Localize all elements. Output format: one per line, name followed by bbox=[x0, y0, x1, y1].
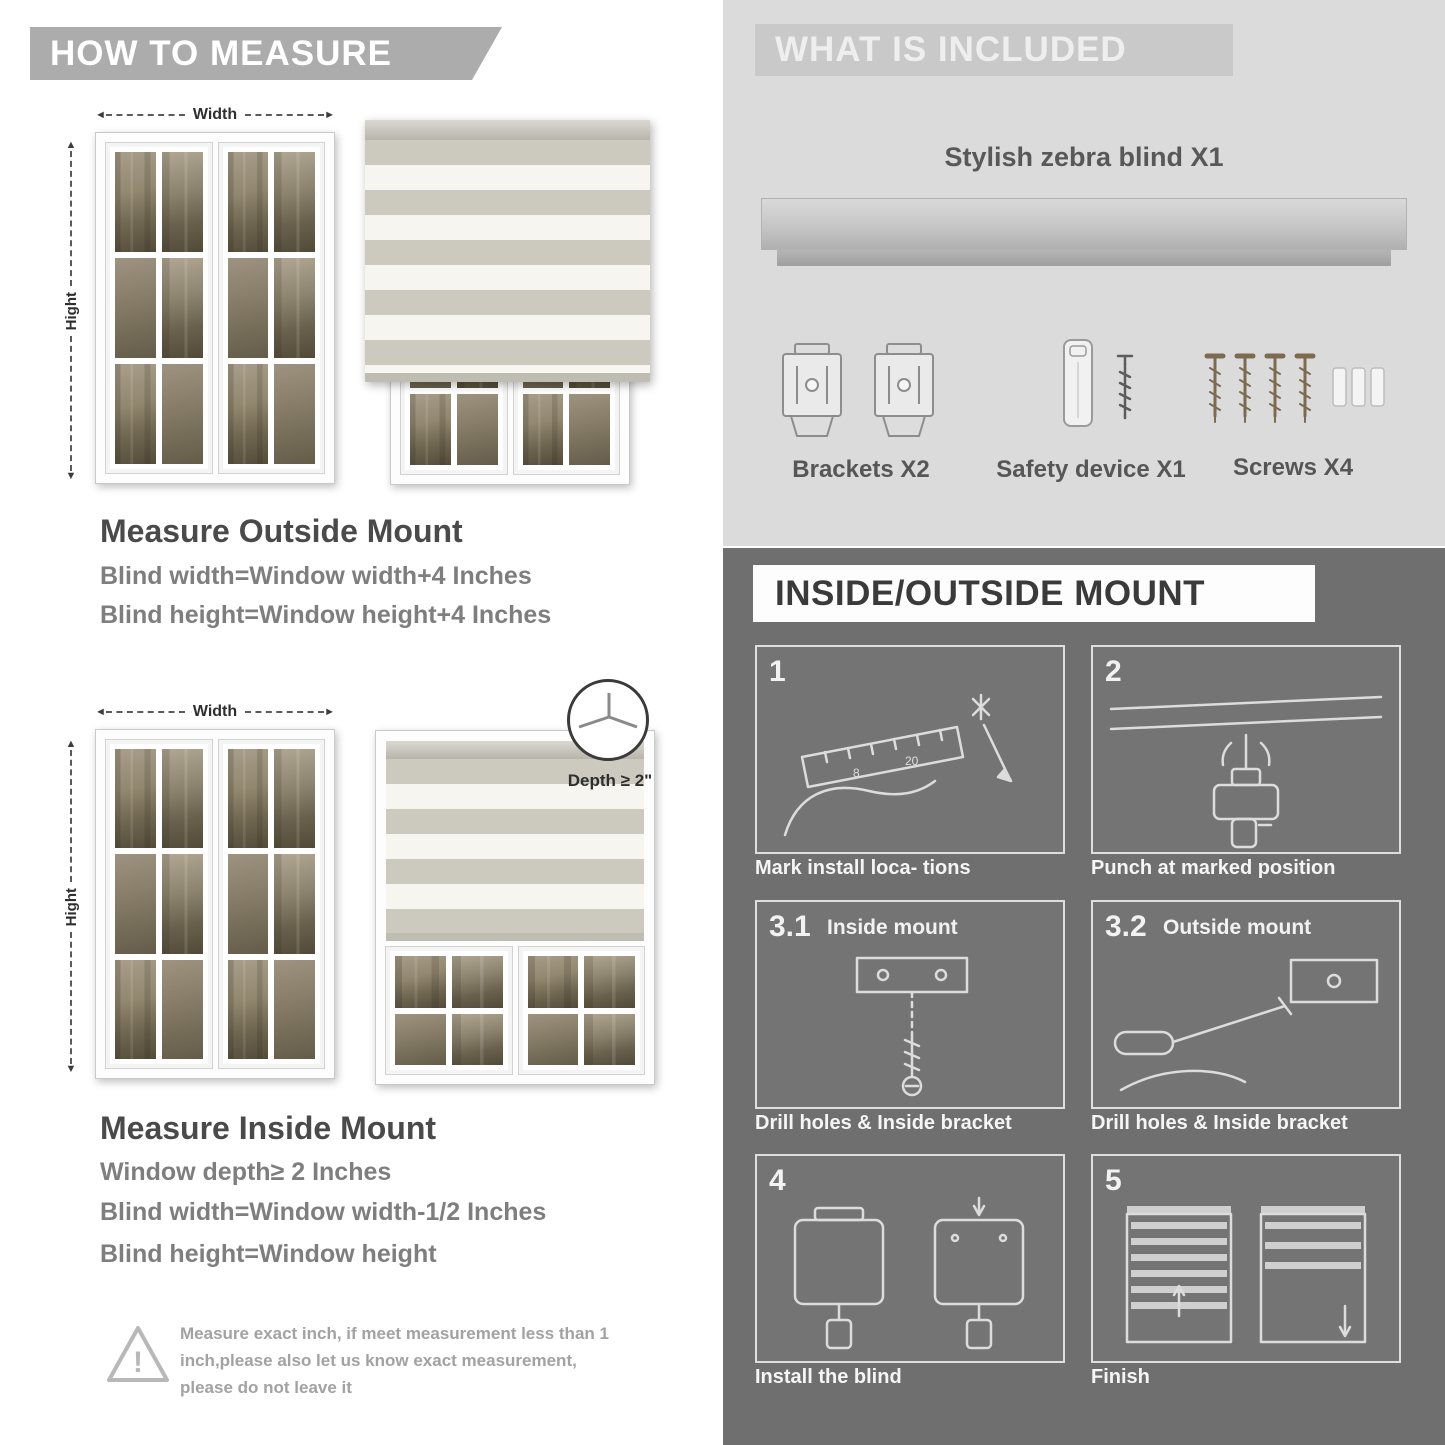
width-arrow: ◄ Width ► bbox=[95, 703, 335, 721]
step-panel-5: 5 bbox=[1091, 1154, 1401, 1363]
window-sash bbox=[217, 739, 325, 1069]
warning-text: Measure exact inch, if meet measurement … bbox=[180, 1324, 609, 1398]
zebra-blind-inside-illustration bbox=[375, 730, 655, 1085]
step-caption-2: Punch at marked position bbox=[1091, 857, 1336, 879]
screws-icon bbox=[1193, 332, 1385, 448]
what-is-included-section: WHAT IS INCLUDED Stylish zebra blind X1 … bbox=[723, 0, 1445, 546]
arrow-up-icon: ▲ bbox=[65, 139, 77, 151]
blind-inside-window bbox=[386, 741, 644, 941]
how-to-measure-banner: HOW TO MEASURE bbox=[30, 27, 502, 80]
arrow-right-icon: ► bbox=[324, 705, 335, 718]
step-label: Inside mount bbox=[827, 916, 958, 939]
step-number: 4 bbox=[769, 1164, 786, 1197]
svg-text:20: 20 bbox=[905, 754, 919, 768]
step-panel-2: 2 bbox=[1091, 645, 1401, 854]
mark-location-icon: 8 20 bbox=[783, 693, 1013, 837]
included-item-safety-device: Safety device X1 bbox=[983, 330, 1199, 484]
inside-mount-line-1: Window depth≥ 2 Inches bbox=[100, 1158, 392, 1186]
outside-bracket-icon bbox=[1113, 958, 1379, 1092]
finish-icon bbox=[1125, 1206, 1367, 1344]
blind-headrail bbox=[365, 120, 650, 140]
window-sash bbox=[385, 946, 513, 1075]
width-dimension-label: Width bbox=[192, 703, 238, 720]
step-caption-4: Install the blind bbox=[755, 1366, 902, 1388]
blind-headrail-illustration bbox=[761, 198, 1407, 250]
arrow-right-icon: ► bbox=[324, 108, 335, 121]
depth-detail-icon bbox=[578, 693, 638, 729]
screws-label: Screws X4 bbox=[1232, 454, 1354, 481]
what-is-included-banner: WHAT IS INCLUDED bbox=[755, 24, 1233, 76]
svg-text:8: 8 bbox=[853, 766, 860, 780]
zebra-blind-outside-illustration bbox=[365, 120, 650, 382]
step-caption-1: Mark install loca- tions bbox=[755, 857, 971, 879]
depth-callout-label: Depth ≥ 2" bbox=[567, 771, 653, 790]
step-panel-3-1: 3.1 Inside mount bbox=[755, 900, 1065, 1109]
height-dimension-label: Hight bbox=[62, 291, 80, 331]
included-item-screws: Screws X4 bbox=[1185, 332, 1401, 482]
outside-mount-line-2: Blind height=Window height+4 Inches bbox=[100, 601, 552, 629]
window-illustration bbox=[95, 729, 335, 1079]
window-sash bbox=[105, 739, 213, 1069]
step-number: 2 bbox=[1105, 655, 1122, 688]
blind-stripes bbox=[386, 759, 644, 933]
arrow-down-icon: ▼ bbox=[65, 1063, 77, 1076]
arrow-down-icon: ▼ bbox=[65, 470, 77, 483]
outside-mount-figures: ◄ Width ► ▲ Hight ▼ bbox=[55, 100, 660, 500]
depth-callout-circle bbox=[567, 679, 649, 761]
blind-bottomrail bbox=[365, 373, 650, 382]
inside-mount-line-2: Blind width=Window width-1/2 Inches bbox=[100, 1198, 547, 1226]
mount-instructions-section: INSIDE/OUTSIDE MOUNT 1 8 20 Mark install… bbox=[723, 548, 1445, 1445]
inside-mount-title: Measure Inside Mount bbox=[100, 1110, 437, 1146]
blind-bottomrail bbox=[386, 933, 644, 941]
outside-mount-line-1: Blind width=Window width+4 Inches bbox=[100, 562, 532, 590]
step-panel-1: 1 8 20 bbox=[755, 645, 1065, 854]
arrow-left-icon: ◄ bbox=[95, 108, 106, 121]
step-number: 1 bbox=[769, 655, 786, 688]
step-panel-3-2: 3.2 Outside mount bbox=[1091, 900, 1401, 1109]
drill-icon bbox=[1109, 695, 1383, 849]
step-caption-5: Finish bbox=[1091, 1366, 1150, 1388]
step-number: 5 bbox=[1105, 1164, 1122, 1197]
height-arrow: ▲ Hight ▼ bbox=[62, 738, 80, 1076]
inside-bracket-icon bbox=[855, 956, 969, 1097]
step-caption-3-2: Drill holes & Inside bracket bbox=[1091, 1112, 1348, 1134]
height-dimension-label: Hight bbox=[62, 887, 80, 927]
safety-device-icon bbox=[1063, 339, 1134, 427]
arrow-left-icon: ◄ bbox=[95, 705, 106, 718]
step-number: 3.2 bbox=[1105, 910, 1147, 943]
window-illustration bbox=[95, 132, 335, 484]
warning-triangle-icon: ! bbox=[103, 1322, 173, 1393]
step-number: 3.1 bbox=[769, 910, 811, 943]
window-sash bbox=[217, 142, 325, 474]
safety-device-label: Safety device X1 bbox=[996, 456, 1186, 483]
window-sash bbox=[105, 142, 213, 474]
window-lower-part bbox=[385, 946, 645, 1075]
blind-headrail-lip bbox=[777, 250, 1391, 266]
width-arrow: ◄ Width ► bbox=[95, 106, 335, 124]
included-item-brackets: Brackets X2 bbox=[753, 332, 969, 484]
step-caption-3-1: Drill holes & Inside bracket bbox=[755, 1112, 1012, 1134]
step-label: Outside mount bbox=[1163, 916, 1312, 939]
blind-stripes bbox=[365, 140, 650, 373]
width-dimension-label: Width bbox=[192, 106, 238, 123]
mount-section-banner: INSIDE/OUTSIDE MOUNT bbox=[753, 565, 1315, 622]
brackets-icon bbox=[782, 343, 934, 437]
inside-mount-line-3: Blind height=Window height bbox=[100, 1240, 437, 1268]
brackets-label: Brackets X2 bbox=[792, 456, 930, 483]
height-arrow: ▲ Hight ▼ bbox=[62, 139, 80, 483]
step-panel-4: 4 bbox=[755, 1154, 1065, 1363]
arrow-up-icon: ▲ bbox=[65, 738, 77, 750]
window-sash bbox=[517, 946, 645, 1075]
svg-text:!: ! bbox=[133, 1346, 143, 1379]
inside-mount-figures: ◄ Width ► ▲ Hight ▼ bbox=[55, 679, 695, 1100]
install-blind-icon bbox=[793, 1196, 1025, 1350]
outside-mount-title: Measure Outside Mount bbox=[100, 513, 463, 549]
product-label: Stylish zebra blind X1 bbox=[944, 142, 1224, 172]
